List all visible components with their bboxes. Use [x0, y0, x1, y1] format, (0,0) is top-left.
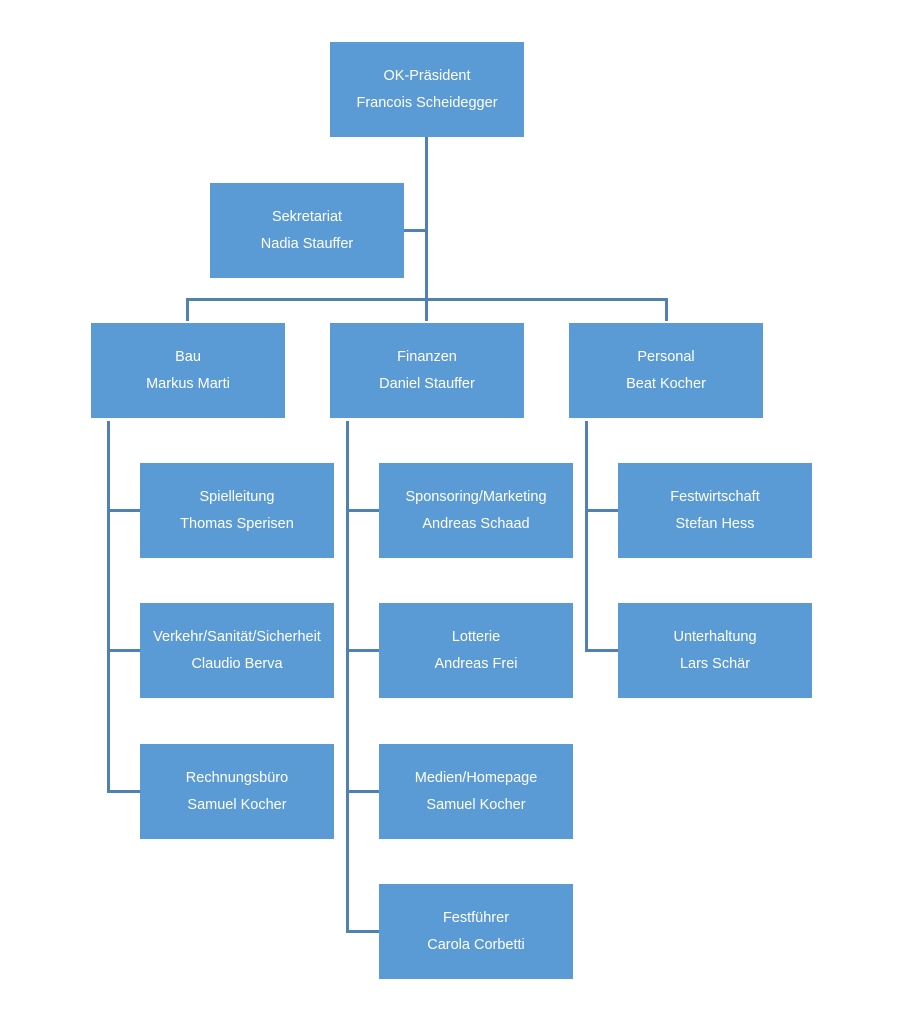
- box-unit: Spielleitung Thomas Sperisen: [140, 463, 334, 558]
- box-unit: Festwirtschaft Stefan Hess: [618, 463, 812, 558]
- connector-finanzen-unit: [346, 649, 379, 652]
- connector-bau-drop: [186, 298, 189, 321]
- box-person: Carola Corbetti: [427, 936, 525, 953]
- box-role: Unterhaltung: [673, 628, 757, 645]
- box-person: Samuel Kocher: [426, 796, 526, 813]
- box-role: Medien/Homepage: [414, 769, 538, 786]
- box-person: Andreas Schaad: [422, 515, 530, 532]
- box-person: Claudio Berva: [191, 655, 283, 672]
- box-department-bau: Bau Markus Marti: [91, 323, 285, 418]
- box-unit: Verkehr/Sanität/Sicherheit Claudio Berva: [140, 603, 334, 698]
- connector-personal-spine: [585, 421, 588, 652]
- box-person: Stefan Hess: [675, 515, 755, 532]
- connector-personal-unit: [585, 649, 618, 652]
- connector-bau-unit: [107, 509, 140, 512]
- box-role: OK-Präsident: [383, 67, 471, 84]
- box-person: Beat Kocher: [626, 375, 706, 392]
- box-unit: Sponsoring/Marketing Andreas Schaad: [379, 463, 573, 558]
- box-role: Festwirtschaft: [670, 488, 760, 505]
- box-person: Thomas Sperisen: [180, 515, 294, 532]
- connector-finanzen-drop: [425, 298, 428, 321]
- connector-personal-unit: [585, 509, 618, 512]
- connector-bau-spine: [107, 421, 110, 793]
- connector-president-trunk: [425, 137, 428, 301]
- box-person: Andreas Frei: [434, 655, 518, 672]
- box-department-finanzen: Finanzen Daniel Stauffer: [330, 323, 524, 418]
- connector-personal-drop: [665, 298, 668, 321]
- box-person: Daniel Stauffer: [379, 375, 475, 392]
- box-role: Finanzen: [397, 348, 457, 365]
- connector-secretariat: [404, 229, 427, 232]
- box-role: Lotterie: [451, 628, 501, 645]
- box-unit: Medien/Homepage Samuel Kocher: [379, 744, 573, 839]
- box-unit: Lotterie Andreas Frei: [379, 603, 573, 698]
- box-department-personal: Personal Beat Kocher: [569, 323, 763, 418]
- box-role: Festführer: [442, 909, 510, 926]
- box-role: Verkehr/Sanität/Sicherheit: [153, 628, 321, 645]
- connector-finanzen-spine: [346, 421, 349, 933]
- box-president: OK-Präsident Francois Scheidegger: [330, 42, 524, 137]
- box-unit: Festführer Carola Corbetti: [379, 884, 573, 979]
- connector-bau-unit: [107, 649, 140, 652]
- connector-finanzen-unit: [346, 930, 379, 933]
- box-role: Spielleitung: [199, 488, 275, 505]
- box-person: Nadia Stauffer: [260, 235, 354, 252]
- connector-bau-unit: [107, 790, 140, 793]
- box-role: Bau: [175, 348, 201, 365]
- box-role: Sponsoring/Marketing: [405, 488, 547, 505]
- box-person: Samuel Kocher: [187, 796, 287, 813]
- connector-finanzen-unit: [346, 790, 379, 793]
- box-person: Francois Scheidegger: [356, 94, 498, 111]
- box-person: Lars Schär: [679, 655, 751, 672]
- box-role: Personal: [637, 348, 695, 365]
- box-role: Sekretariat: [271, 208, 343, 225]
- connector-finanzen-unit: [346, 509, 379, 512]
- box-unit: Rechnungsbüro Samuel Kocher: [140, 744, 334, 839]
- box-unit: Unterhaltung Lars Schär: [618, 603, 812, 698]
- box-secretariat: Sekretariat Nadia Stauffer: [210, 183, 404, 278]
- box-person: Markus Marti: [146, 375, 230, 392]
- box-role: Rechnungsbüro: [185, 769, 289, 786]
